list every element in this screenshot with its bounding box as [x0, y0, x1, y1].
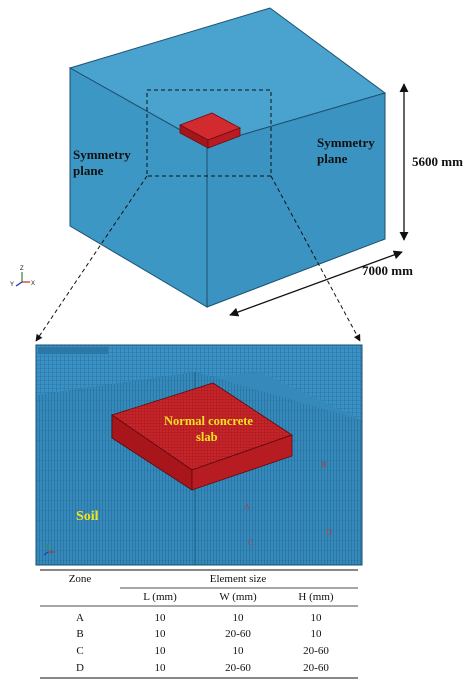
right-plane-label-line2: plane: [317, 151, 348, 166]
table-header-element-size: Element size: [210, 573, 267, 585]
soil-label: Soil: [76, 509, 99, 524]
table-cell: D: [76, 662, 84, 674]
axis-triad-icon: Z Y X: [10, 266, 35, 288]
zone-marker-d: D: [326, 528, 332, 537]
zoom-leader-right: [270, 175, 361, 342]
table-header-h: H (mm): [298, 591, 333, 603]
length-dimension-arrow: [229, 250, 403, 317]
right-plane-label-line1: Symmetry: [317, 135, 375, 150]
slab-label-line2: slab: [196, 430, 218, 444]
table-cell: C: [76, 645, 83, 657]
table-cell: 10: [155, 612, 167, 624]
table-header-w: W (mm): [219, 591, 257, 603]
table-cell: 20-60: [225, 662, 251, 674]
axis-y-label: Y: [10, 282, 14, 288]
mesh-detail-view: Normal concrete slab Soil A B C D: [35, 344, 363, 566]
table-header-zone: Zone: [69, 573, 92, 585]
table-cell: 10: [155, 662, 167, 674]
zone-marker-c: C: [248, 538, 253, 547]
table-cell: 20-60: [225, 628, 251, 640]
table-cell: B: [76, 628, 83, 640]
height-dimension-label: 5600 mm: [412, 154, 463, 169]
slab-label-line1: Normal concrete: [164, 414, 253, 428]
zone-marker-a: A: [244, 502, 250, 511]
mesh-top-surface: [36, 345, 362, 420]
table-cell: A: [76, 612, 84, 624]
axis-x-label: X: [31, 281, 35, 287]
left-plane-label-line1: Symmetry: [73, 147, 131, 162]
table-cell: 10: [311, 628, 323, 640]
table-cell: 10: [155, 628, 167, 640]
table-cell: 10: [233, 645, 245, 657]
table-cell: 20-60: [303, 662, 329, 674]
table-cell: 10: [155, 645, 167, 657]
mesh-axis-triad-icon: [43, 544, 55, 556]
table-cell: 10: [233, 612, 245, 624]
zone-marker-b: B: [321, 460, 326, 469]
table-header-l: L (mm): [143, 591, 177, 603]
concrete-slab-3d: [179, 112, 241, 149]
axis-z-label: Z: [20, 266, 24, 272]
element-size-table: Zone Element size L (mm) W (mm) H (mm) A…: [40, 569, 358, 679]
left-plane-label-line2: plane: [73, 163, 104, 178]
mesh-concrete-slab: [111, 382, 293, 491]
zoom-leader-left: [35, 175, 148, 342]
table-cell: 20-60: [303, 645, 329, 657]
length-dimension-label: 7000 mm: [362, 263, 413, 278]
table-cell: 10: [311, 612, 323, 624]
